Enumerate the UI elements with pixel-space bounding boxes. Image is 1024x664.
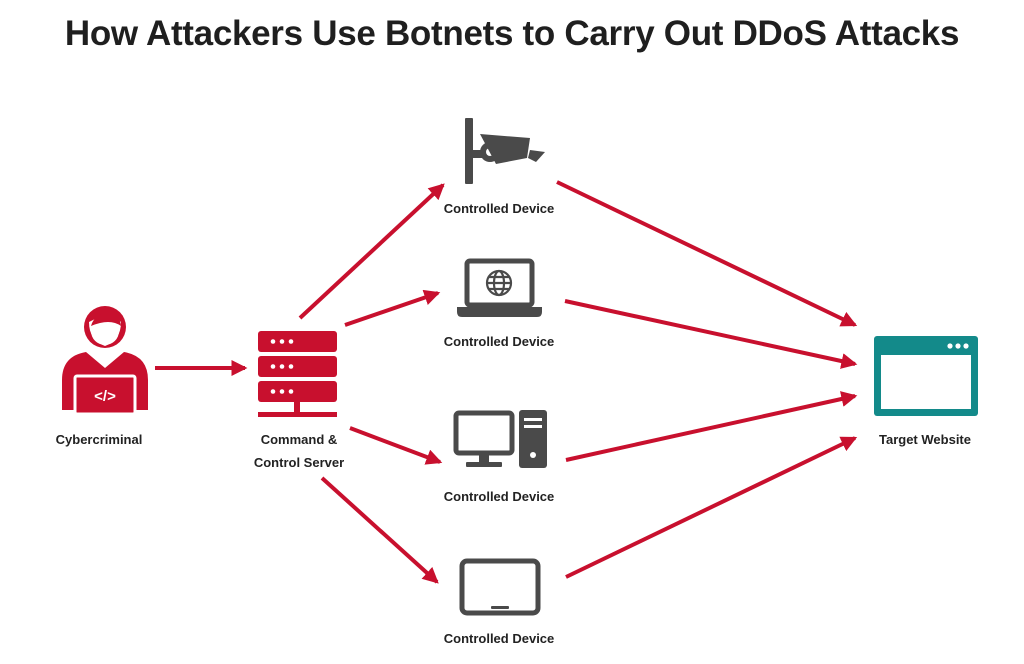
device-tablet-node: Controlled Device — [444, 558, 555, 646]
device-camera-node: Controlled Device — [444, 118, 555, 216]
server-label-line2: Control Server — [254, 455, 344, 470]
browser-window-icon — [874, 336, 978, 416]
device-desktop-label: Controlled Device — [444, 489, 555, 504]
device-tablet-label: Controlled Device — [444, 631, 555, 646]
device-laptop-node: Controlled Device — [444, 258, 555, 349]
laptop-globe-icon — [457, 258, 542, 317]
server-node: Command & Control Server — [254, 331, 344, 470]
arrow-server-to-tablet — [320, 476, 439, 584]
device-laptop-label: Controlled Device — [444, 334, 555, 349]
diagram-title: How Attackers Use Botnets to Carry Out D… — [64, 14, 960, 53]
arrow-desktop-to-target — [565, 391, 858, 462]
cybercriminal-label: Cybercriminal — [56, 432, 143, 447]
hacker-laptop-icon: </> — [62, 306, 148, 416]
svg-text:</>: </> — [94, 388, 116, 405]
arrow-laptop-to-target — [564, 299, 858, 369]
target-label: Target Website — [879, 432, 971, 447]
flow-arrows — [155, 180, 858, 584]
device-camera-label: Controlled Device — [444, 201, 555, 216]
arrow-tablet-to-target — [565, 436, 858, 579]
arrow-camera-to-target — [556, 180, 858, 327]
desktop-computer-icon — [453, 410, 547, 468]
tablet-icon — [459, 558, 541, 616]
globe-icon — [485, 269, 513, 297]
arrow-server-to-camera — [298, 183, 445, 320]
device-desktop-node: Controlled Device — [444, 410, 555, 504]
security-camera-icon — [465, 118, 545, 184]
arrow-server-to-laptop — [344, 289, 441, 327]
arrow-server-to-desktop — [349, 426, 443, 465]
target-node: Target Website — [874, 336, 978, 447]
server-rack-icon — [258, 331, 337, 417]
server-label-line1: Command & — [261, 432, 338, 447]
cybercriminal-node: </> Cybercriminal — [56, 306, 148, 447]
